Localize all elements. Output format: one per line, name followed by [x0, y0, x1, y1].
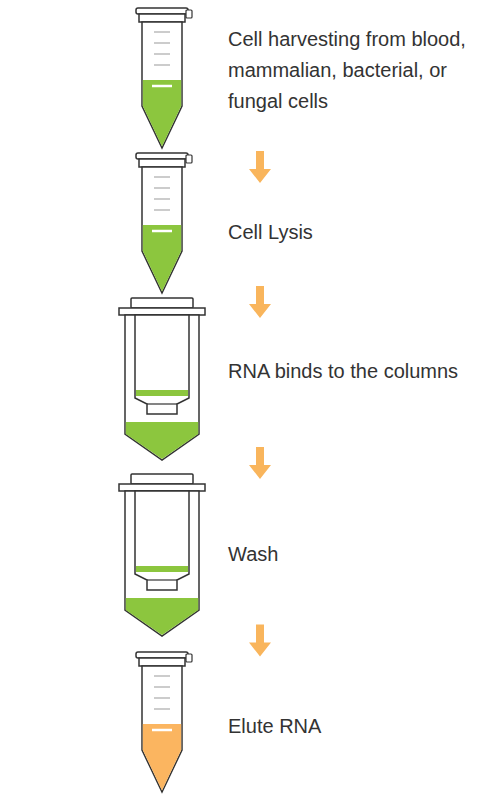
lysis-tube	[136, 153, 192, 293]
step-node: Cell Lysis	[228, 217, 496, 248]
flow-arrow	[249, 447, 271, 479]
flow-arrow	[249, 151, 271, 183]
elution-tube	[136, 652, 192, 792]
spin-column	[119, 298, 205, 460]
sample-tube	[136, 8, 192, 148]
flow-arrow	[249, 286, 271, 318]
step-label: Wash	[228, 539, 496, 570]
step-node: RNA binds to the columns	[228, 356, 496, 387]
step-label: RNA binds to the columns	[228, 356, 496, 387]
spin-column	[119, 474, 205, 636]
step-label: Elute RNA	[228, 711, 496, 742]
step-node: Wash	[228, 539, 496, 570]
step-label: Cell harvesting from blood, mammalian, b…	[228, 24, 496, 117]
step-node: Cell harvesting from blood, mammalian, b…	[228, 24, 496, 117]
step-label: Cell Lysis	[228, 217, 496, 248]
flow-arrow	[249, 625, 271, 657]
step-node: Elute RNA	[228, 711, 496, 742]
